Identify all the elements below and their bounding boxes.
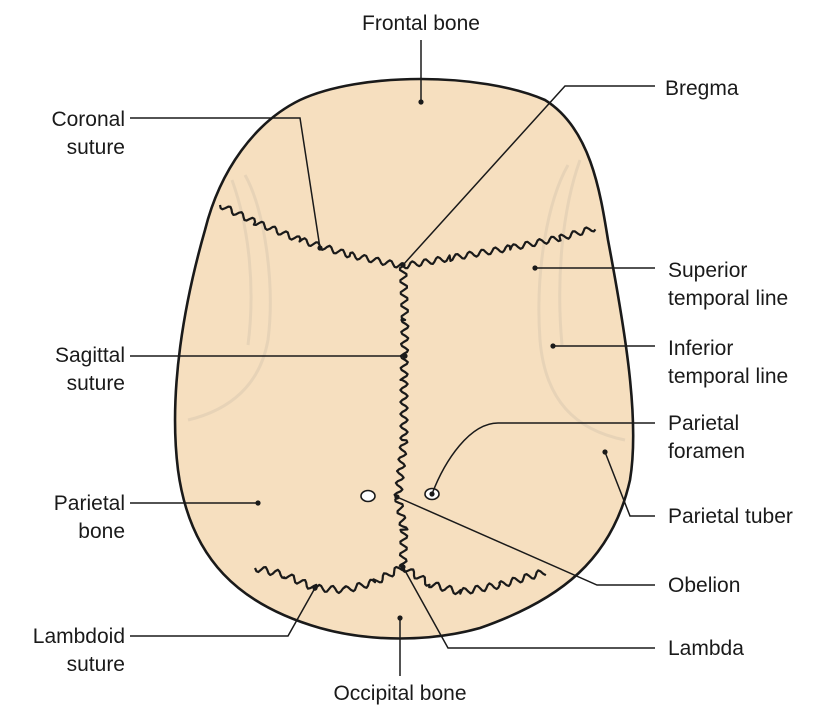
label-parietal-tuber: Parietal tuber — [668, 505, 793, 528]
label-superior-temporal-line-2: temporal line — [668, 287, 788, 310]
label-parietal-bone-line2: bone — [78, 520, 125, 543]
label-coronal-suture-line1: Coronal — [51, 108, 125, 131]
label-obelion: Obelion — [668, 574, 740, 597]
label-bregma: Bregma — [665, 77, 739, 100]
label-sagittal-suture-line1: Sagittal — [55, 344, 125, 367]
label-parietal-foramen-1: Parietal — [668, 412, 739, 435]
label-inferior-temporal-line-1: Inferior — [668, 337, 733, 360]
label-parietal-bone-line1: Parietal — [54, 492, 125, 515]
label-lambdoid-suture-line1: Lambdoid — [33, 625, 125, 648]
label-occipital-bone: Occipital bone — [333, 682, 466, 705]
label-lambda: Lambda — [668, 637, 744, 660]
label-inferior-temporal-line-2: temporal line — [668, 365, 788, 388]
label-parietal-foramen-2: foramen — [668, 440, 745, 463]
label-superior-temporal-line-1: Superior — [668, 259, 747, 282]
label-frontal-bone: Frontal bone — [362, 12, 480, 35]
label-coronal-suture-line2: suture — [67, 136, 125, 159]
label-sagittal-suture-line2: suture — [67, 372, 125, 395]
label-lambdoid-suture-line2: suture — [67, 653, 125, 676]
parietal-foramen-left — [361, 491, 375, 502]
